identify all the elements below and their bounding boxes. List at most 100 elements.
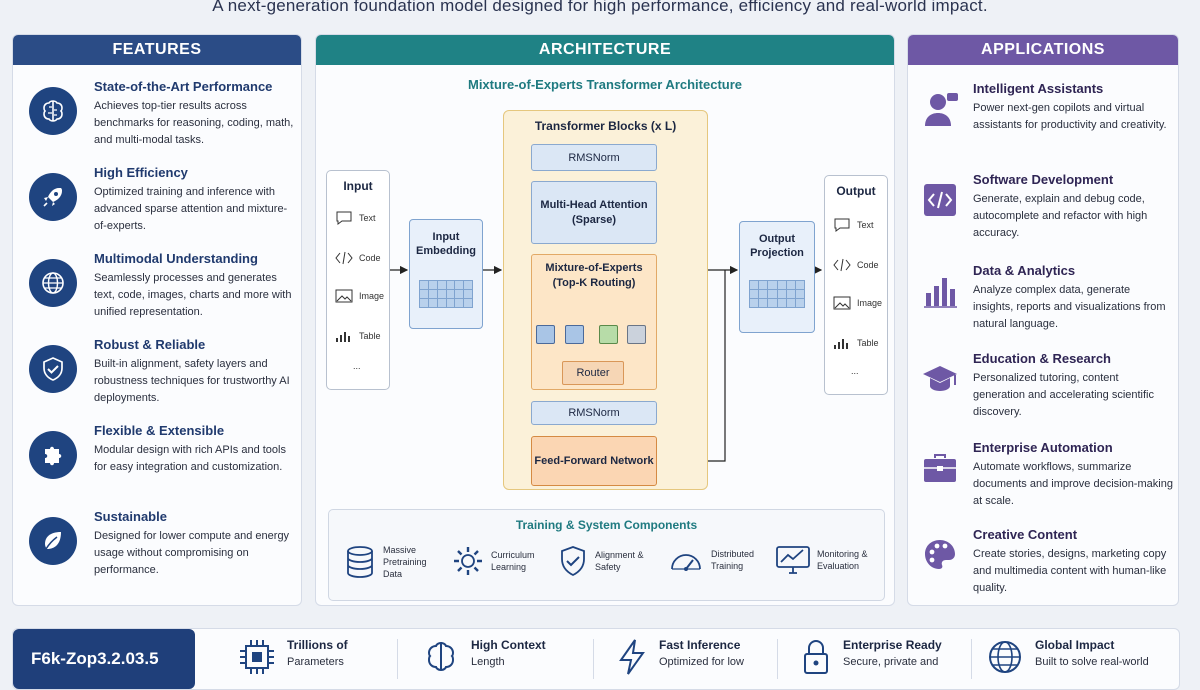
applications-header: APPLICATIONS: [908, 35, 1178, 65]
leaf-icon: [29, 517, 77, 565]
application-title: Intelligent Assistants: [973, 81, 1104, 96]
feature-desc: Built-in alignment, safety layers and ro…: [94, 358, 290, 404]
training-item: Monitoring & Evaluation: [775, 544, 883, 576]
output-item-image: Image: [833, 296, 882, 310]
input-item-table: Table: [335, 329, 381, 343]
feature-desc: Seamlessly processes and generates text,…: [94, 272, 292, 318]
input-embedding-block: Input Embedding: [409, 219, 483, 329]
application-title: Education & Research: [973, 351, 1111, 366]
gear-icon: [454, 547, 482, 575]
input-item-image: Image: [335, 289, 384, 303]
application-item: Intelligent Assistants Power next-gen co…: [920, 81, 1178, 167]
database-icon: [347, 546, 373, 578]
globe-icon: [29, 259, 77, 307]
feature-desc: Achieves top-tier results across benchma…: [94, 100, 294, 146]
speech-bubble-icon: [834, 218, 850, 232]
application-desc: Create stories, designs, marketing copy …: [973, 548, 1167, 594]
ffn-block: Feed-Forward Network: [531, 436, 657, 486]
bar-chart-icon: [834, 339, 848, 349]
palette-icon: [920, 535, 960, 575]
divider: [971, 639, 972, 679]
application-title: Enterprise Automation: [973, 440, 1113, 455]
feature-desc: Designed for lower compute and energy us…: [94, 530, 290, 576]
application-desc: Analyze complex data, generate insights,…: [973, 284, 1166, 330]
input-title: Input: [343, 179, 373, 193]
lightning-icon: [619, 639, 645, 675]
feature-title: Multimodal Understanding: [94, 251, 258, 266]
speech-bubble-icon: [336, 211, 352, 225]
architecture-panel: ARCHITECTURE Mixture-of-Experts Transfor…: [315, 34, 895, 606]
briefcase-icon: [920, 448, 960, 488]
application-desc: Generate, explain and debug code, autoco…: [973, 193, 1148, 239]
feature-item: High Efficiency Optimized training and i…: [27, 165, 297, 249]
applications-panel: APPLICATIONS Intelligent Assistants Powe…: [907, 34, 1179, 606]
architecture-subtitle: Mixture-of-Experts Transformer Architect…: [467, 77, 743, 92]
code-icon: [335, 251, 353, 265]
application-title: Data & Analytics: [973, 263, 1076, 278]
application-desc: Power next-gen copilots and virtual assi…: [973, 102, 1167, 131]
feature-title: State-of-the-Art Performance: [94, 79, 273, 94]
feature-item: Multimodal Understanding Seamlessly proc…: [27, 251, 297, 335]
features-header: FEATURES: [13, 35, 301, 65]
application-item: Data & Analytics Analyze complex data, g…: [920, 263, 1178, 349]
brain-icon: [29, 87, 77, 135]
feature-item: State-of-the-Art Performance Achieves to…: [27, 79, 297, 163]
gauge-icon: [671, 554, 701, 571]
training-item: Alignment & Safety: [557, 544, 655, 578]
feature-title: Sustainable: [94, 509, 167, 524]
expert-box: [599, 325, 618, 344]
output-item-code: Code: [833, 258, 879, 272]
shield-check-icon: [29, 345, 77, 393]
application-desc: Automate workflows, summarize documents …: [973, 461, 1173, 507]
output-item-table: Table: [833, 336, 879, 350]
expert-box: [565, 325, 584, 344]
output-title: Output: [836, 184, 876, 198]
feature-title: Robust & Reliable: [94, 337, 206, 352]
feature-title: Flexible & Extensible: [94, 423, 225, 438]
expert-box: [536, 325, 555, 344]
application-item: Enterprise Automation Automate workflows…: [920, 440, 1178, 526]
projection-grid: [749, 280, 805, 308]
application-title: Creative Content: [973, 527, 1078, 542]
chip-icon: [240, 640, 274, 674]
application-item: Creative Content Create stories, designs…: [920, 527, 1178, 605]
feature-item: Robust & Reliable Built-in alignment, sa…: [27, 337, 297, 421]
feature-item: Sustainable Designed for lower compute a…: [27, 509, 297, 593]
output-column: Output Text Code Image Table ...: [824, 175, 888, 395]
input-more: ...: [353, 361, 361, 371]
bar-chart-icon: [920, 271, 960, 311]
training-item: Curriculum Learning: [451, 544, 547, 578]
features-panel: FEATURES State-of-the-Art Performance Ac…: [12, 34, 302, 606]
divider: [777, 639, 778, 679]
feature-item: Flexible & Extensible Modular design wit…: [27, 423, 297, 507]
monitor-chart-icon: [776, 546, 810, 574]
expert-box: [627, 325, 646, 344]
divider: [397, 639, 398, 679]
application-desc: Personalized tutoring, content generatio…: [973, 372, 1155, 418]
output-projection-block: Output Projection: [739, 221, 815, 333]
input-column: Input Text Code Image Table ...: [326, 170, 390, 390]
tagline: A next-generation foundation model desig…: [212, 0, 988, 15]
input-item-code: Code: [335, 251, 381, 265]
feature-desc: Optimized training and inference with ad…: [94, 186, 288, 232]
puzzle-icon: [29, 431, 77, 479]
rocket-icon: [29, 173, 77, 221]
rmsnorm-block-1: RMSNorm: [531, 144, 657, 171]
output-more: ...: [851, 366, 859, 376]
brain-icon: [427, 641, 455, 672]
embedding-grid: [419, 280, 473, 308]
code-icon: [833, 258, 851, 272]
graduation-cap-icon: [920, 359, 960, 399]
application-item: Education & Research Personalized tutori…: [920, 351, 1178, 437]
training-item: Massive Pretraining Data: [343, 544, 445, 580]
feature-title: High Efficiency: [94, 165, 188, 180]
lock-icon: [804, 640, 828, 674]
output-item-text: Text: [833, 218, 874, 232]
globe-icon: [989, 641, 1021, 673]
